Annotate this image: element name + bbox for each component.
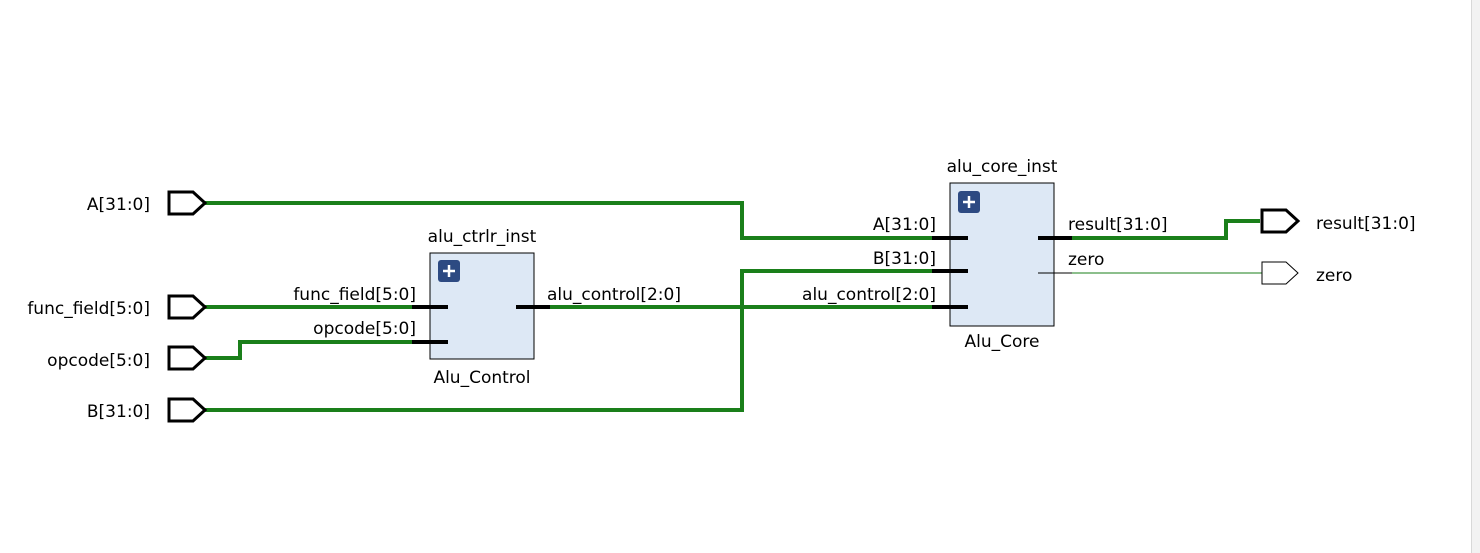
pin-label: A[31:0] [873,215,936,235]
module-name: Alu_Core [965,332,1040,352]
input-port-label: opcode[5:0] [47,351,150,371]
input-port-A[interactable]: A[31:0] [87,190,208,216]
pin-label: opcode[5:0] [313,319,416,339]
output-port-zero[interactable]: zero [1261,261,1352,286]
output-port-label: result[31:0] [1316,214,1416,234]
alu-control-block[interactable]: alu_ctrlr_inst func_field[5:0] opcode[5:… [293,227,681,388]
alu-core-block[interactable]: alu_core_inst A[31:0] B[31:0] alu_contro… [802,157,1168,352]
vertical-scrollbar[interactable] [1471,0,1480,553]
input-port-func-field[interactable]: func_field[5:0] [27,294,208,320]
pin-label: alu_control[2:0] [547,285,681,305]
instance-name: alu_ctrlr_inst [428,227,537,247]
net-A[interactable] [205,201,932,240]
net-result[interactable] [1070,219,1260,240]
module-name: Alu_Control [433,368,530,388]
input-port-B[interactable]: B[31:0] [87,397,208,423]
input-port-label: func_field[5:0] [27,299,150,319]
pin-label: B[31:0] [873,249,936,269]
expand-icon[interactable] [438,260,460,282]
pin-label: zero [1068,250,1104,270]
input-port-opcode[interactable]: opcode[5:0] [47,345,208,371]
pin-label: alu_control[2:0] [802,285,936,305]
output-port-result[interactable]: result[31:0] [1260,208,1416,234]
input-port-label: B[31:0] [87,402,150,422]
pin-label: func_field[5:0] [293,285,416,305]
instance-name: alu_core_inst [947,157,1058,177]
input-port-label: A[31:0] [87,195,150,215]
output-port-label: zero [1316,266,1352,286]
pin-label: result[31:0] [1068,215,1168,235]
expand-icon[interactable] [958,191,980,213]
net-opcode[interactable] [205,340,412,360]
net-B[interactable] [205,269,932,412]
